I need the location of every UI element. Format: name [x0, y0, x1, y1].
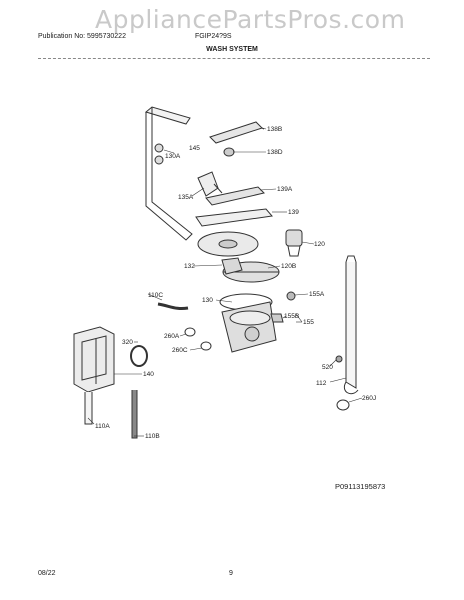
callout-140: 140 [143, 371, 154, 378]
callout-138d: 138D [267, 149, 283, 156]
callout-520: 520 [322, 364, 333, 371]
pump-top-part [221, 257, 243, 275]
footer-date: 08/22 [38, 570, 56, 577]
callout-145: 145 [189, 145, 200, 152]
callout-130a: 130A [165, 153, 181, 160]
water-inlet-part [73, 326, 115, 393]
leader-lines [87, 127, 363, 437]
nut-part [223, 147, 235, 157]
callout-155: 155 [303, 319, 314, 326]
callout-120b: 120B [281, 263, 296, 270]
spray-arm-bracket-part [197, 171, 223, 197]
watermark: AppliancePartsPros.com [95, 5, 406, 34]
hose-a-part [84, 392, 93, 425]
lower-spray-arm-part [195, 208, 273, 227]
callout-320: 320 [122, 339, 133, 346]
header-rule [38, 58, 430, 59]
clamp-j-part [336, 399, 350, 411]
spray-tube-part [144, 106, 193, 241]
callout-155b: 155B [284, 313, 299, 320]
fill-part [285, 229, 303, 257]
seal-ring-320-part [130, 345, 148, 367]
figure-id: P09113195873 [335, 482, 386, 491]
callout-130: 130 [202, 297, 213, 304]
callout-260c: 260C [172, 347, 188, 354]
callout-135a: 135A [178, 194, 194, 201]
callout-155a: 155A [309, 291, 325, 298]
page-number: 9 [229, 570, 233, 577]
clamp-a-part [184, 327, 196, 337]
callout-110b: 110B [145, 433, 160, 440]
hose-c-part [157, 302, 189, 310]
fitting-part [286, 291, 296, 301]
callout-139: 139 [288, 209, 299, 216]
callout-138b: 138B [267, 126, 282, 133]
callout-112: 112 [316, 380, 327, 387]
callout-132: 132 [184, 263, 195, 270]
middle-spray-arm-part [205, 186, 265, 206]
hose-b-part [131, 390, 138, 439]
callout-260a: 260A [164, 333, 180, 340]
callout-139a: 139A [277, 186, 293, 193]
drain-hose-part [344, 255, 359, 395]
publication-number: Publication No: 5995730222 [38, 33, 126, 40]
clamp-c-part [200, 341, 212, 351]
model-number: FGIP24?9S [195, 33, 232, 40]
fitting-b-part [270, 313, 284, 323]
upper-spray-arm-part [209, 121, 265, 144]
callout-120: 120 [314, 241, 325, 248]
callout-260j: 260J [362, 395, 376, 402]
spray-disc-part [197, 231, 259, 257]
pump-assembly-part [221, 301, 277, 353]
callout-110c: 110C [148, 292, 163, 299]
section-title: WASH SYSTEM [206, 46, 258, 53]
clip-520-part [335, 355, 343, 363]
callout-110a: 110A [95, 423, 110, 430]
